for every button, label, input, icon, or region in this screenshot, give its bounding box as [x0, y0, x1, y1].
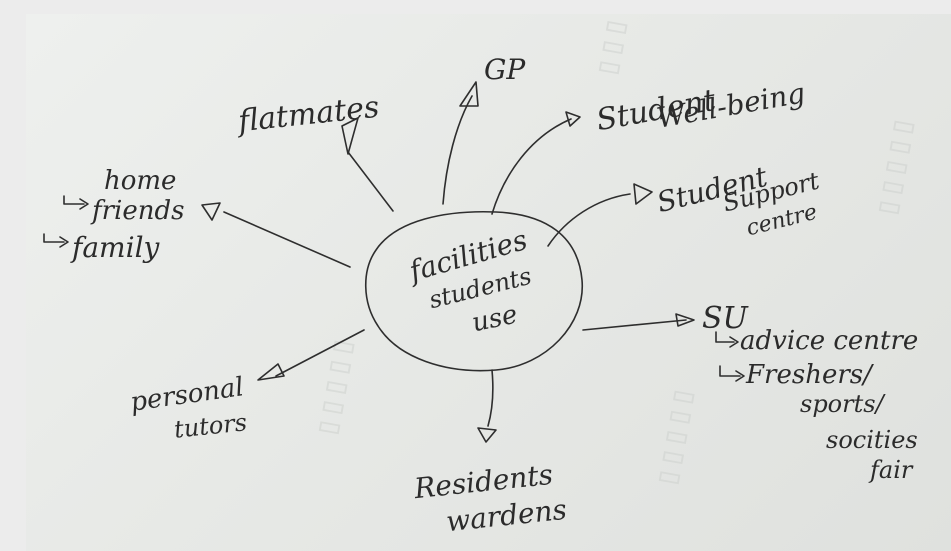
- node-su-line-6: fair: [870, 456, 913, 484]
- connector-wellbeing: [491, 118, 572, 215]
- connector-wardens: [487, 369, 494, 427]
- central-blob: [364, 210, 583, 372]
- hook-freshers: [719, 365, 741, 377]
- connector-home: [223, 211, 351, 268]
- node-su-line-2: advice centre: [740, 326, 919, 356]
- hook-friends: [63, 195, 85, 205]
- node-home-line-3: family: [72, 231, 160, 264]
- node-su-line-1: SU: [702, 301, 748, 336]
- hook-freshers-head: [735, 370, 745, 382]
- mind-map-strokes: [43, 81, 745, 443]
- arrowhead-su: [675, 313, 695, 327]
- arrowhead-home: [201, 202, 221, 221]
- arrowhead-flatmates: [341, 117, 359, 155]
- hook-family-head: [59, 236, 69, 248]
- connector-gp: [442, 95, 473, 205]
- connector-su: [582, 319, 687, 331]
- paper-sheet: ▯▯▯▯▯▯ ▯▯▯▯▯ ▯▯▯▯▯ ▯▯▯▯▯: [26, 14, 951, 551]
- node-home-line-2: friends: [92, 196, 185, 226]
- node-gp: GP: [484, 53, 526, 86]
- arrowhead-support: [633, 183, 653, 205]
- node-su-line-4: sports/: [800, 390, 884, 418]
- node-home-line-1: home: [104, 166, 177, 196]
- node-personal-tutors-line-2: tutors: [172, 408, 249, 444]
- node-su-line-5: socities: [826, 426, 918, 454]
- arrowhead-tutors: [257, 363, 285, 381]
- connector-support: [547, 193, 631, 247]
- hook-advice: [715, 331, 735, 343]
- node-su-line-3: Freshers/: [746, 360, 872, 390]
- connector-tutors: [275, 329, 365, 377]
- connector-flatmates: [347, 151, 394, 212]
- arrowhead-gp: [459, 81, 479, 107]
- hook-family: [43, 233, 65, 243]
- arrowhead-wardens: [477, 427, 497, 443]
- arrowhead-wellbeing: [565, 111, 581, 127]
- hook-advice-head: [729, 336, 739, 348]
- hook-friends-head: [79, 198, 89, 210]
